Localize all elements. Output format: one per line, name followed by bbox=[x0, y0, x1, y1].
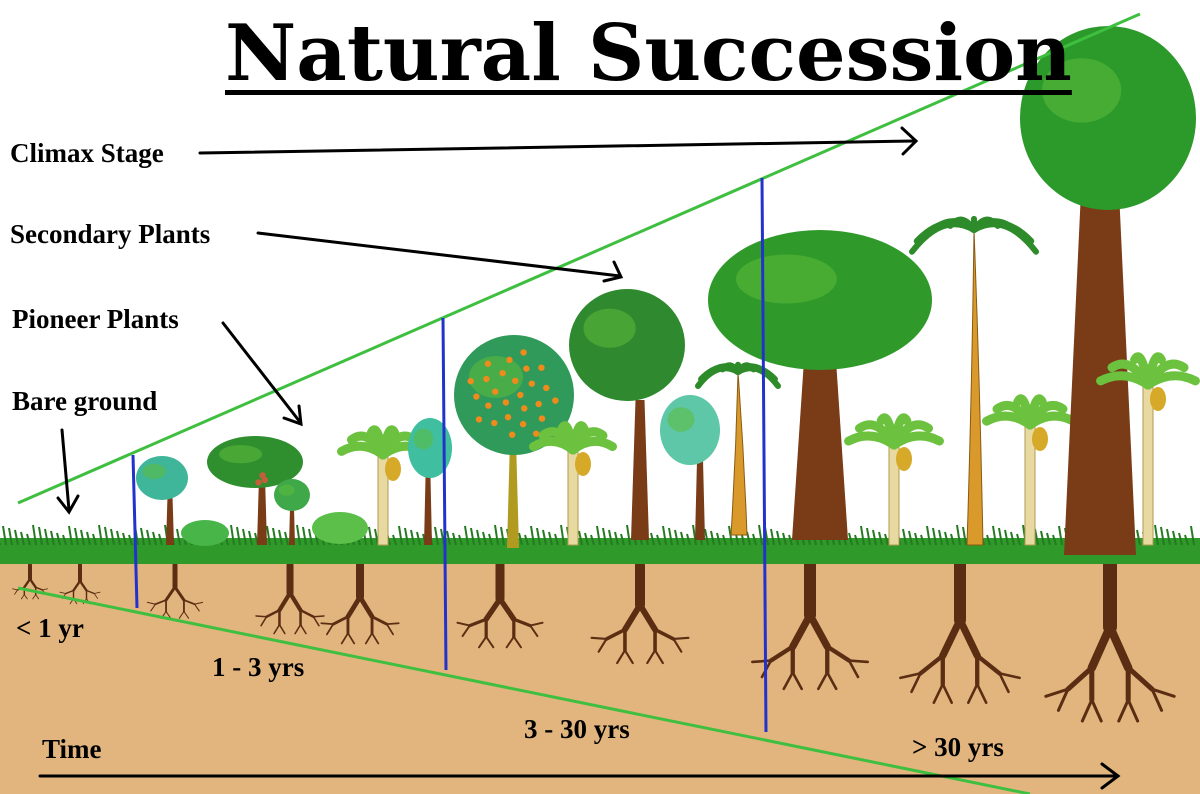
trunk bbox=[507, 440, 519, 548]
plants bbox=[136, 26, 1196, 555]
banana-stem bbox=[1143, 385, 1153, 545]
pioneer-plants-label: Pioneer Plants bbox=[12, 303, 179, 335]
banana-leaf bbox=[894, 436, 939, 445]
root bbox=[674, 638, 689, 639]
shrub bbox=[181, 520, 229, 546]
secondary-arrowhead bbox=[604, 262, 621, 281]
root bbox=[313, 616, 323, 617]
trunk bbox=[631, 400, 649, 540]
period-label-2: 1 - 3 yrs bbox=[212, 651, 304, 683]
tree-crown bbox=[660, 395, 720, 465]
secondary-plants-label: Secondary Plants bbox=[10, 218, 210, 250]
fruit bbox=[505, 414, 511, 420]
fruit bbox=[512, 378, 518, 384]
fruit bbox=[506, 357, 512, 363]
fruit bbox=[476, 416, 482, 422]
shrub bbox=[312, 512, 368, 544]
palm-frond bbox=[974, 224, 1036, 252]
banana-bunch bbox=[896, 447, 912, 471]
fruit bbox=[503, 399, 509, 405]
fruit bbox=[529, 380, 535, 386]
tree-crown bbox=[274, 479, 310, 511]
palm-frond bbox=[738, 368, 778, 386]
fruit bbox=[255, 479, 261, 485]
root bbox=[256, 616, 266, 617]
secondary-arrow bbox=[258, 233, 620, 276]
fruit bbox=[473, 393, 479, 399]
bare-arrow bbox=[62, 430, 69, 510]
fruit bbox=[520, 421, 526, 427]
fruit bbox=[485, 361, 491, 367]
crown-highlight bbox=[736, 255, 837, 304]
crown-highlight bbox=[668, 407, 695, 432]
fruit bbox=[467, 378, 473, 384]
root bbox=[387, 623, 399, 624]
fruit bbox=[520, 349, 526, 355]
banana-bunch bbox=[1150, 387, 1166, 411]
root bbox=[849, 661, 868, 662]
fruit bbox=[521, 405, 527, 411]
fruit bbox=[543, 385, 549, 391]
climax-arrow bbox=[200, 141, 915, 153]
crown-highlight bbox=[414, 429, 434, 450]
tree-crown bbox=[569, 289, 685, 401]
crown-highlight bbox=[219, 445, 262, 463]
time-axis-label: Time bbox=[42, 733, 102, 765]
palm-trunk bbox=[967, 230, 983, 545]
bare-ground-label: Bare ground bbox=[12, 385, 157, 417]
fruit bbox=[499, 370, 505, 376]
palm-trunk bbox=[731, 372, 747, 535]
fruit bbox=[533, 430, 539, 436]
tree-crown bbox=[136, 456, 188, 500]
period-label-4: > 30 yrs bbox=[912, 731, 1004, 763]
fruit bbox=[492, 388, 498, 394]
fruit bbox=[509, 432, 515, 438]
fruit bbox=[535, 401, 541, 407]
root bbox=[752, 661, 771, 662]
period-label-3: 3 - 30 yrs bbox=[524, 713, 630, 745]
root bbox=[321, 623, 333, 624]
banana-leaf bbox=[573, 441, 613, 450]
banana-bunch bbox=[1032, 427, 1048, 451]
banana-bunch bbox=[575, 452, 591, 476]
fruit bbox=[523, 365, 529, 371]
fruit bbox=[485, 402, 491, 408]
banana-leaf bbox=[1148, 376, 1195, 385]
fruit bbox=[539, 415, 545, 421]
fruit bbox=[483, 376, 489, 382]
fruit bbox=[552, 397, 558, 403]
banana-bunch bbox=[385, 457, 401, 481]
period-label-1: < 1 yr bbox=[16, 612, 84, 644]
tree-crown bbox=[708, 230, 932, 370]
page-title: Natural Succession bbox=[225, 8, 915, 100]
fruit bbox=[538, 364, 544, 370]
crown-highlight bbox=[143, 464, 166, 479]
crown-highlight bbox=[584, 309, 636, 348]
fruit bbox=[517, 392, 523, 398]
banana-leaf bbox=[1030, 416, 1073, 425]
root bbox=[592, 638, 607, 639]
climax-stage-label: Climax Stage bbox=[10, 137, 164, 169]
fruit bbox=[491, 420, 497, 426]
crown-highlight bbox=[279, 485, 295, 496]
fruit bbox=[259, 472, 265, 478]
